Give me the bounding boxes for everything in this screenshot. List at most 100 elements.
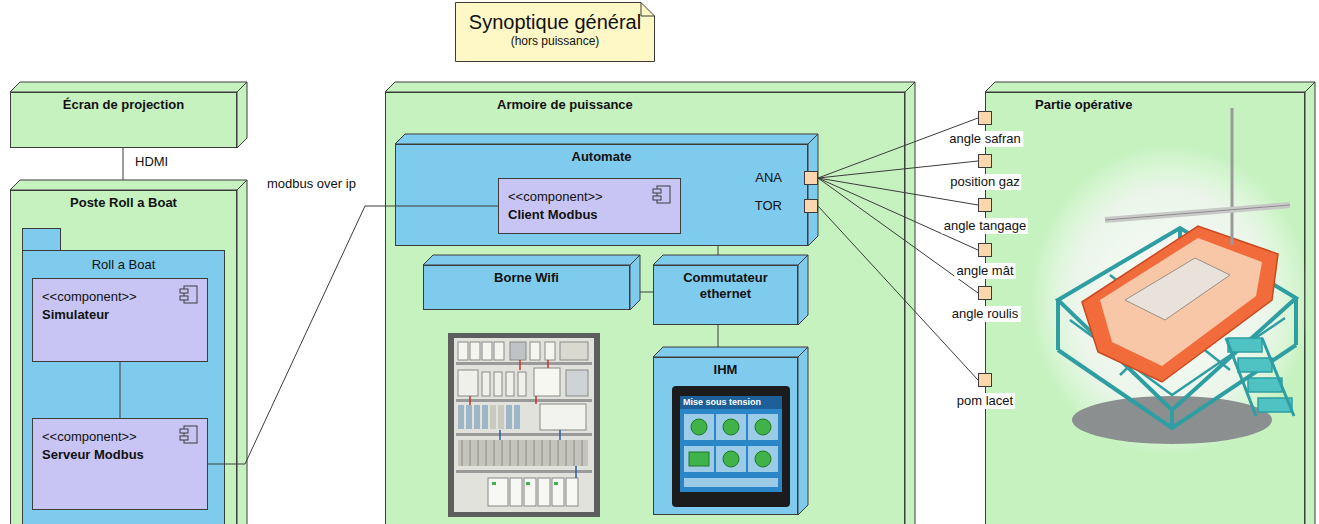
component-icon <box>180 436 188 440</box>
port-label: pom lacet <box>955 393 1015 409</box>
node-side <box>237 82 247 148</box>
port-label: position gaz <box>948 174 1021 190</box>
node-side <box>1305 82 1315 524</box>
cabinet-photo-part <box>482 405 488 429</box>
boat-photo-part <box>1231 108 1234 245</box>
component-name: Serveur Modbus <box>42 446 144 464</box>
cabinet-photo-part <box>494 342 504 360</box>
cabinet-photo-part <box>466 405 472 429</box>
port-square <box>979 112 992 125</box>
component-frame <box>33 419 208 510</box>
port-square <box>979 374 992 387</box>
node-outline <box>978 198 992 212</box>
port-label: angle roulis <box>950 306 1021 322</box>
deployment-node: IHM <box>653 347 808 515</box>
cabinet-photo-part <box>530 342 540 360</box>
node-top <box>653 255 808 265</box>
cabinet-photo-part <box>456 470 592 473</box>
node-title: Commutateur ethernet <box>661 270 790 302</box>
hmi-photo-part <box>748 414 778 440</box>
node-top <box>385 82 915 92</box>
port-label: angle tangage <box>942 218 1028 234</box>
cabinet-photo-part <box>524 478 536 506</box>
port-square: pom lacet <box>978 373 992 387</box>
node-outline <box>978 373 992 387</box>
edge-label: HDMI <box>133 154 170 170</box>
cabinet-photo-part <box>506 405 512 429</box>
deployment-node: Borne Wifi <box>423 255 640 310</box>
node-front <box>386 93 905 524</box>
node-top <box>985 82 1315 92</box>
node-front <box>654 358 798 515</box>
node-side <box>798 347 808 515</box>
port-square: TOR <box>804 199 818 213</box>
node-title: Armoire de puissance <box>497 97 633 113</box>
cabinet-photo-part <box>500 430 576 478</box>
node-title: IHM <box>714 362 738 378</box>
port-label: angle safran <box>947 131 1023 147</box>
deployment-node: Partie opérativeangle safranposition gaz… <box>985 82 1315 524</box>
node-outline <box>10 82 247 148</box>
boat-photo-part <box>1030 145 1310 455</box>
port-square: angle roulis <box>978 286 992 300</box>
component-frame <box>33 279 208 362</box>
note-box: Synoptique général(hors puissance) <box>455 2 655 62</box>
port-square <box>979 199 992 212</box>
component-box: <<component>>Simulateur <box>32 278 208 362</box>
connector <box>640 292 653 293</box>
port-square <box>805 200 818 213</box>
cabinet-photo-part <box>456 433 592 436</box>
cabinet-photo-part <box>560 342 588 360</box>
connector <box>120 362 121 418</box>
note-title: Synoptique général <box>469 10 641 34</box>
node-top <box>10 82 247 92</box>
cabinet-photo-part <box>566 370 588 396</box>
node-title: Écran de projection <box>63 97 184 113</box>
node-outline <box>804 171 818 185</box>
screen-text: Mise sous tension <box>683 397 761 408</box>
component-name: Client Modbus <box>508 206 598 224</box>
cabinet-photo-part <box>482 342 492 360</box>
component-icon <box>653 189 661 193</box>
cabinet-photo-part <box>448 333 600 517</box>
cabinet-photo-part <box>494 372 502 396</box>
node-side <box>237 180 247 524</box>
cabinet-photo-part <box>510 342 526 360</box>
port-label: angle mât <box>954 263 1015 279</box>
note-fold <box>641 3 655 17</box>
node-front <box>11 191 237 524</box>
cabinet-photo-part <box>458 370 478 396</box>
component-box: <<component>>Serveur Modbus <box>32 418 208 510</box>
deployment-node: Commutateur ethernet <box>653 255 808 325</box>
boat-photo-part <box>1105 205 1290 220</box>
node-front <box>396 145 808 246</box>
hmi-photo-part <box>716 446 746 472</box>
package-box: Roll a Boat <<component>>Simulateur <<comp… <box>22 228 225 524</box>
port-square: angle safran <box>978 111 992 125</box>
node-front <box>424 266 630 310</box>
hmi-photo-part <box>716 414 746 440</box>
cabinet-photo-part <box>538 478 550 506</box>
boat-photo-part <box>1105 205 1290 220</box>
port-square <box>979 244 992 257</box>
node-top <box>10 180 247 190</box>
component-name: Simulateur <box>42 306 109 324</box>
node-side <box>798 255 808 325</box>
package-name: Roll a Boat <box>92 257 156 273</box>
component-box: <<component>>Client Modbus <box>498 178 681 234</box>
node-top <box>395 134 818 144</box>
boat-photo-part <box>1125 258 1230 320</box>
deployment-node: Armoire de puissanceAutomate<<component>… <box>385 82 915 524</box>
boat-photo-part <box>1228 338 1292 412</box>
node-outline <box>385 82 915 524</box>
hmi-photo-part <box>684 478 778 487</box>
port-square: ANA <box>804 171 818 185</box>
component-frame <box>499 179 681 234</box>
node-outline <box>978 243 992 257</box>
cabinet-photo-part <box>518 372 526 396</box>
node-outline <box>978 154 992 168</box>
node-outline <box>498 178 681 234</box>
cabinet-photo-part <box>488 478 508 506</box>
cabinet-photo-part <box>474 405 480 429</box>
deployment-node: Automate<<component>>Client ModbusANATOR <box>395 134 818 246</box>
